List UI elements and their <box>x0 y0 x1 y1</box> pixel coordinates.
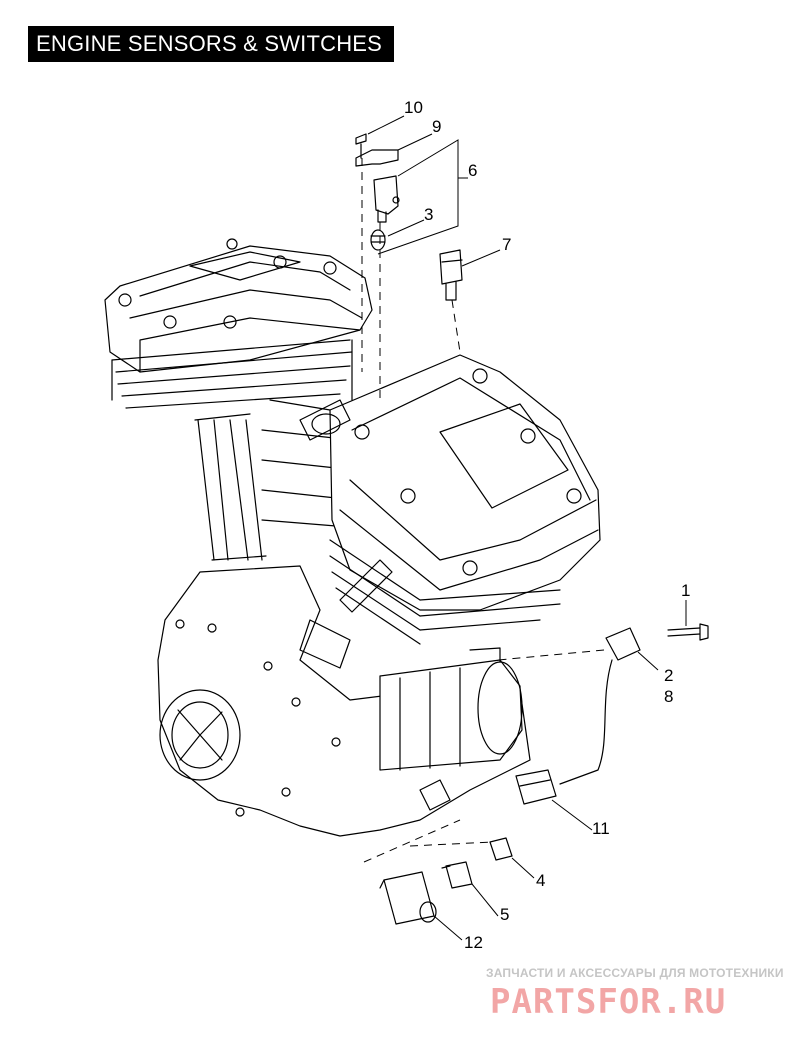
part-9-clip <box>355 149 399 167</box>
crankcase <box>157 565 531 837</box>
leader-lines <box>367 115 687 941</box>
front-rocker-box <box>329 354 601 611</box>
part-7-switch <box>439 249 463 301</box>
callout-2: 2 <box>664 666 673 685</box>
part-1-bolt <box>667 623 709 641</box>
part-5-switch <box>441 861 473 889</box>
push-rods <box>194 413 267 561</box>
watermark-logo: PARTSFOR.RU <box>490 982 727 1022</box>
watermark-tagline: ЗАПЧАСТИ И АКСЕССУАРЫ ДЛЯ МОТОТЕХНИКИ <box>486 966 784 980</box>
part-6-sensor <box>373 175 400 223</box>
callout-1: 1 <box>681 581 690 600</box>
part-2-sensor <box>559 627 641 785</box>
callout-6: 6 <box>468 161 477 180</box>
rear-rocker-box <box>104 238 373 373</box>
part-3-oring <box>370 229 386 251</box>
starter-motor <box>379 647 523 771</box>
callout-7: 7 <box>502 235 511 254</box>
part-12-sender <box>379 871 437 925</box>
callout-3: 3 <box>424 205 433 224</box>
callout-12: 12 <box>464 933 483 952</box>
oil-lines <box>299 559 451 811</box>
part-11-connector <box>515 769 557 805</box>
callouts: 10 9 6 3 7 1 2 8 11 4 5 12 <box>404 98 690 952</box>
callout-4: 4 <box>536 871 545 890</box>
rear-cylinder <box>111 339 353 527</box>
callout-11: 11 <box>592 819 610 838</box>
callout-5: 5 <box>500 905 509 924</box>
callout-9: 9 <box>432 117 441 136</box>
page-title: ENGINE SENSORS & SWITCHES <box>28 26 394 62</box>
front-cylinder <box>299 399 561 645</box>
callout-10: 10 <box>404 98 423 117</box>
assembly-lines <box>361 158 605 863</box>
part-4-fitting <box>489 837 513 861</box>
callout-8: 8 <box>664 687 673 706</box>
